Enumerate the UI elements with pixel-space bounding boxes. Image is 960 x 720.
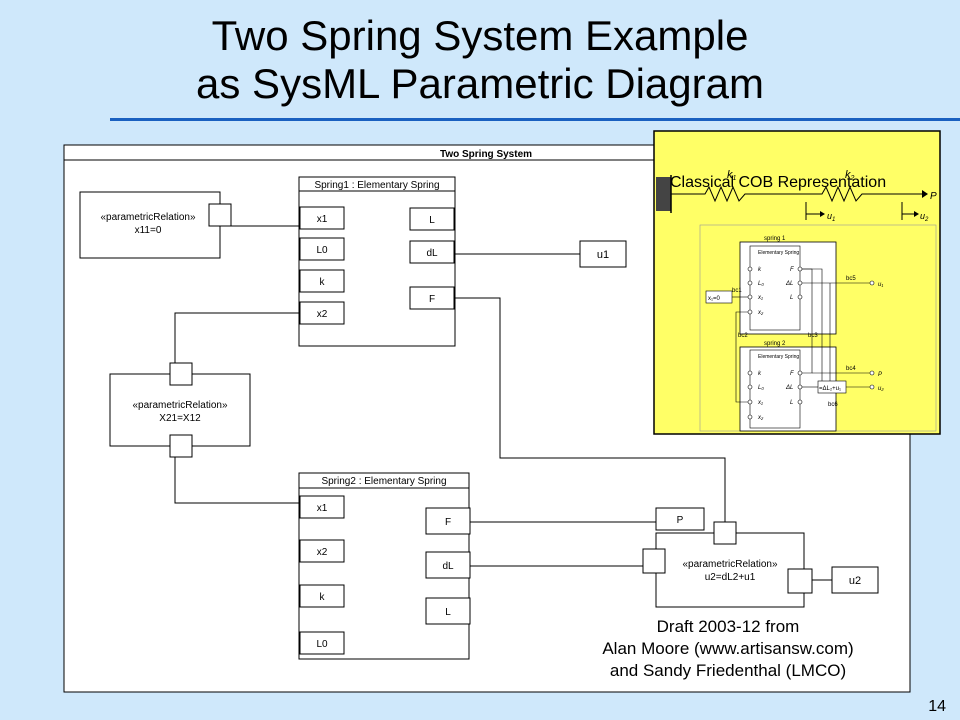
spring-2-port-x1: x1: [317, 503, 328, 514]
p-label: P: [677, 515, 684, 526]
cob-e1-dL: ΔL: [785, 281, 793, 287]
cob-e2-x1: x₁: [757, 400, 763, 406]
cob-elem-1-label: Elementary Spring: [758, 250, 799, 256]
relation-1-expression: x11=0: [135, 225, 162, 236]
p-force-label: P: [930, 191, 937, 202]
wall-icon: [656, 177, 671, 211]
cob-p-out: P: [878, 372, 882, 378]
cob-elem-2-label: Elementary Spring: [758, 354, 799, 360]
spring-2-icon: [806, 185, 902, 203]
spring-1-title: Spring1 : Elementary Spring: [314, 180, 439, 191]
spring-2-port-L: L: [445, 607, 451, 618]
cob-e1-L: L: [790, 295, 793, 301]
u2-box: [831, 566, 879, 594]
force-arrow-icon: [922, 190, 928, 198]
spring-1-icon: [671, 185, 806, 203]
slide-title: Two Spring System Example as SysML Param…: [0, 12, 960, 108]
spring-1-port-x1: x1: [317, 214, 328, 225]
relation-2-port-top: [169, 362, 193, 386]
p-box: [655, 507, 705, 531]
k1-label: k1: [727, 169, 737, 182]
cob-e2-L: L: [790, 400, 793, 406]
cob-e2-x2: x₂: [757, 415, 764, 421]
u2-arrow-icon: [914, 211, 919, 217]
title-line-2: as SysML Parametric Diagram: [196, 60, 764, 107]
spring-1-port-L: L: [429, 215, 435, 226]
relation-3-stereotype: «parametricRelation»: [682, 559, 777, 570]
u1-box: [579, 240, 627, 268]
spring-1-port-dL: dL: [426, 248, 438, 259]
cob-bc3: bc3: [808, 333, 818, 339]
cob-bc4: bc4: [846, 366, 856, 372]
credit-line-2: Alan Moore (www.artisansw.com): [602, 639, 854, 658]
title-underline: [110, 118, 960, 121]
credit-note: Draft 2003-12 from Alan Moore (www.artis…: [548, 616, 908, 682]
cob-e1-x1: x₁: [757, 295, 763, 301]
cob-inset: Classical COB Representation k1 k2 P u1 …: [653, 130, 941, 435]
u1-disp-label: u1: [827, 211, 835, 223]
cob-spring-1-label: spring 1: [764, 236, 786, 242]
relation-2-expression: X21=X12: [159, 413, 201, 424]
u2-label: u2: [849, 575, 861, 587]
connectors: [174, 225, 832, 581]
relation-2-stereotype: «parametricRelation»: [132, 400, 227, 411]
frame-title: Two Spring System: [440, 149, 532, 160]
credit-line-3: and Sandy Friedenthal (LMCO): [609, 661, 847, 680]
spring-1-port-k: k: [320, 277, 326, 288]
cob-e1-x2: x₂: [757, 310, 764, 316]
spring-2-port-x2: x2: [317, 547, 328, 558]
spring-1-port-x2: x2: [317, 309, 328, 320]
relation-3-port-left: [642, 548, 666, 574]
cob-u2-out: u₂: [878, 386, 884, 392]
cob-bc5: bc5: [846, 276, 856, 282]
page-number: 14: [928, 698, 946, 715]
spring-2-port-dL: dL: [442, 561, 454, 572]
cob-e2-F: F: [790, 371, 794, 377]
cob-bc6: bc6: [828, 402, 838, 408]
cob-u1-out: u₁: [878, 282, 883, 288]
spring-2-port-F: F: [445, 517, 451, 528]
cob-spring-2-label: spring 2: [764, 341, 786, 347]
spring-2-port-L0: L0: [316, 639, 328, 650]
cob-e2-dL: ΔL: [785, 385, 793, 391]
spring-2-block: Spring2 : Elementary Spring x1 x2 k L0 F…: [298, 472, 471, 660]
spring-1-block: Spring1 : Elementary Spring x1 L0 k x2 L…: [298, 176, 456, 347]
relation-3-expression: u2=dL2+u1: [705, 572, 756, 583]
k2-label: k2: [845, 169, 855, 182]
relation-2: «parametricRelation» X21=X12: [109, 362, 251, 458]
cob-e1-F: F: [790, 267, 794, 273]
spring-2-title: Spring2 : Elementary Spring: [321, 476, 446, 487]
title-line-1: Two Spring System Example: [211, 12, 749, 59]
relation-1-stereotype: «parametricRelation»: [100, 212, 195, 223]
relation-3-port-right: [787, 568, 813, 594]
cob-x1-eq: x₁=0: [708, 296, 721, 302]
spring-1-port-L0: L0: [316, 245, 328, 256]
relation-3-port-top: [713, 521, 737, 545]
relation-1: «parametricRelation» x11=0: [79, 191, 232, 259]
spring-1-port-F: F: [429, 294, 435, 305]
cob-e2-k: k: [758, 371, 762, 377]
relation-2-port-bottom: [169, 434, 193, 458]
relation-1-port: [208, 203, 232, 227]
cob-inset-title: Classical COB Representation: [670, 174, 886, 191]
cob-e1-L0: L₀: [758, 281, 764, 287]
u1-label: u1: [597, 249, 609, 261]
relation-3: «parametricRelation» u2=dL2+u1: [642, 521, 813, 608]
cob-dl-eq: =ΔL₂+u₁: [819, 386, 841, 392]
spring-2-port-k: k: [320, 592, 326, 603]
cob-bc2: bc2: [738, 333, 748, 339]
cob-bc1: bc1: [732, 288, 742, 294]
cob-e2-L0: L₀: [758, 385, 764, 391]
cob-e1-k: k: [758, 267, 762, 273]
credit-line-1: Draft 2003-12 from: [656, 617, 800, 636]
u1-arrow-icon: [820, 211, 825, 217]
u2-disp-label: u2: [920, 211, 929, 223]
